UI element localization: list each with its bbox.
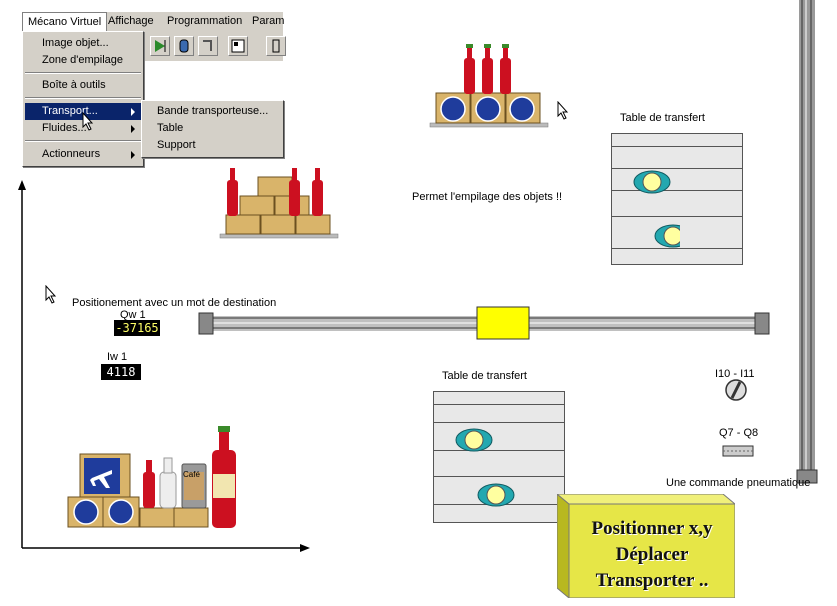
transfer-table-bottom-actuators[interactable] <box>454 420 518 516</box>
i10-i11-label: I10 - I11 <box>715 368 755 380</box>
toolbar-image-icon[interactable] <box>228 36 248 56</box>
mecano-virtuel-dropdown: Image objet... Zone d'empilage Boîte à o… <box>22 31 144 167</box>
menu-item-actionneurs[interactable]: Actionneurs <box>25 146 141 163</box>
qw1-display[interactable]: -37165 <box>114 320 160 336</box>
menu-separator <box>25 140 141 142</box>
iw1-label: Iw 1 <box>107 351 128 363</box>
bottles-crates-group-top[interactable] <box>429 44 549 128</box>
qw1-label: Qw 1 <box>120 309 146 321</box>
mouse-cursor-icon <box>45 285 57 304</box>
submenu-arrow-icon <box>131 108 135 116</box>
toolbar-cylinder-icon[interactable] <box>174 36 194 56</box>
stacking-label: Permet l'empilage des objets !! <box>412 191 563 203</box>
toolbar-structure-icon[interactable] <box>266 36 286 56</box>
x-axis-arrow-icon <box>300 544 310 552</box>
menu-separator <box>25 72 141 74</box>
submenu-item-table[interactable]: Table <box>157 122 184 134</box>
toolbar-pipe-icon[interactable] <box>198 36 218 56</box>
pneumatic-label: Une commande pneumatique <box>666 477 811 489</box>
table-bottom-label: Table de transfert <box>442 370 527 382</box>
summary-note: Positionner x,y Déplacer Transporter .. <box>557 494 735 598</box>
menu-bar: Mécano Virtuel Affichage Programmation P… <box>22 12 285 32</box>
menu-separator <box>25 97 141 99</box>
toolbar <box>142 31 286 61</box>
submenu-item-support[interactable]: Support <box>157 139 196 151</box>
submenu-item-bande-transporteuse[interactable]: Bande transporteuse... <box>157 105 269 117</box>
submenu-arrow-icon <box>131 151 135 159</box>
menu-item-transport[interactable]: Transport... <box>25 103 141 120</box>
menu-item-image-objet[interactable]: Image objet... <box>42 37 109 49</box>
positioning-label: Positionement avec un mot de destination <box>72 297 277 309</box>
submenu-arrow-icon <box>131 125 135 133</box>
note-3d-box <box>557 494 735 598</box>
menu-mecano-virtuel[interactable]: Mécano Virtuel <box>22 12 108 31</box>
transfer-table-top-actuators[interactable] <box>630 162 680 252</box>
menu-item-zone-empilage[interactable]: Zone d'empilage <box>42 54 123 66</box>
pneumatic-valve-icon[interactable] <box>722 445 754 457</box>
mouse-cursor-icon <box>557 101 569 120</box>
cafe-can-label: Café <box>183 470 200 479</box>
conveyor-carriage[interactable] <box>476 306 530 340</box>
objects-showcase-bottom[interactable] <box>67 426 236 528</box>
menu-item-boite-outils[interactable]: Boîte à outils <box>42 79 106 91</box>
menu-programmation[interactable]: Programmation <box>167 15 243 27</box>
mouse-cursor-icon <box>82 112 94 131</box>
menu-param[interactable]: Param <box>252 15 285 27</box>
menu-affichage[interactable]: Affichage <box>108 15 154 27</box>
y-axis-arrow-icon <box>18 180 26 190</box>
table-top-label: Table de transfert <box>620 112 705 124</box>
transport-submenu: Bande transporteuse... Table Support <box>141 100 284 158</box>
bottles-crates-group-middle[interactable] <box>219 168 339 239</box>
q7-q8-label: Q7 - Q8 <box>719 427 759 439</box>
vertical-rail[interactable] <box>796 0 818 484</box>
toolbar-transistor-icon[interactable] <box>150 36 170 56</box>
selector-switch-icon[interactable] <box>725 379 747 401</box>
iw1-display[interactable]: 4118 <box>101 364 141 380</box>
note-line-1: Positionner x,y <box>591 518 713 539</box>
menu-item-fluides[interactable]: Fluides... <box>25 120 141 137</box>
note-line-3: Transporter .. <box>595 570 709 591</box>
note-line-2: Déplacer <box>615 544 689 565</box>
